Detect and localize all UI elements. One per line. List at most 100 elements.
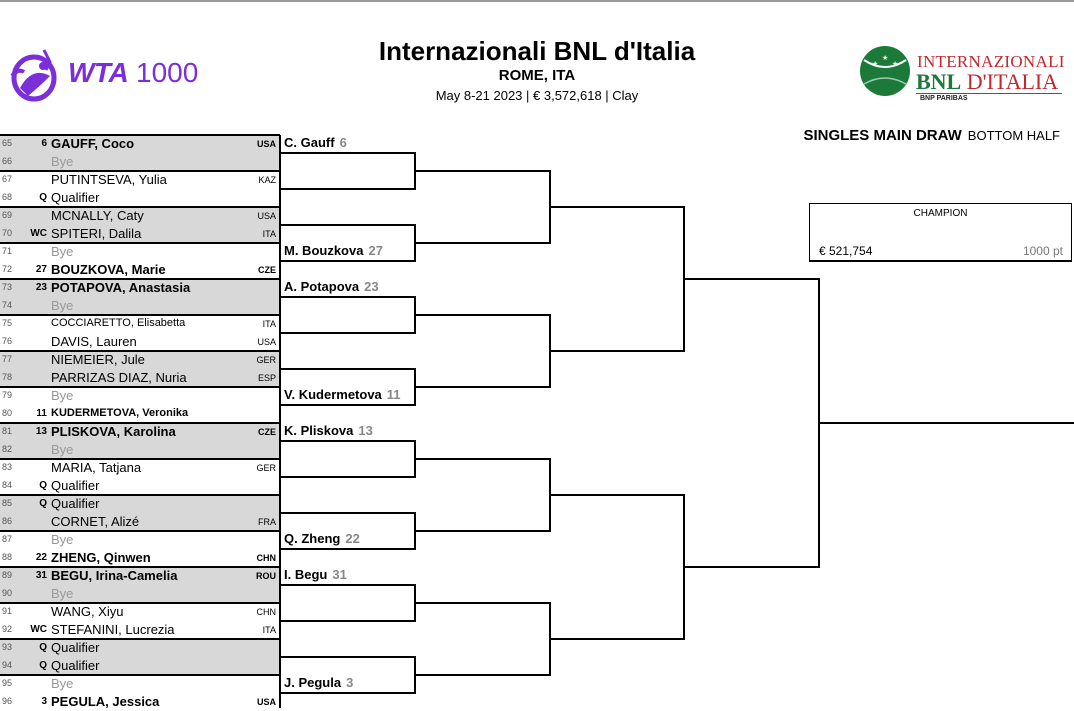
nationality: USA <box>256 697 276 707</box>
wta-1000-logo: WTA 1000 <box>10 46 220 104</box>
round2-player: A. Potapova <box>284 279 360 294</box>
seed-label: Q <box>39 192 47 203</box>
bracket-h-line <box>819 422 1074 424</box>
round2-name <box>284 351 289 366</box>
bnl-line1: INTERNAZIONALI <box>917 52 1065 71</box>
wta-player-icon <box>10 49 57 102</box>
tournament-location: ROME, ITA <box>498 67 576 84</box>
round2-seed: 6 <box>339 135 347 150</box>
tournament-title: Internazionali BNL d'Italia <box>378 36 696 66</box>
draw-position: 77 <box>2 354 13 364</box>
nationality: CZE <box>258 265 276 275</box>
draw-position: 87 <box>2 534 13 544</box>
seed-label: Q <box>39 498 47 509</box>
match-shade <box>0 351 280 387</box>
draw-divider <box>279 135 281 708</box>
bracket-h-line <box>550 494 684 496</box>
round2-name <box>284 207 289 222</box>
draw-position: 74 <box>2 300 13 310</box>
player-name: DAVIS, Lauren <box>51 334 137 349</box>
draw-position: 67 <box>2 174 13 184</box>
draw-position: 88 <box>2 552 13 562</box>
player-name: PLISKOVA, Karolina <box>51 424 176 439</box>
bnl-rule <box>916 93 1062 94</box>
player-name: Qualifier <box>51 496 100 511</box>
tennis-ball-icon: ★★★ <box>860 46 910 96</box>
draw-position: 65 <box>2 138 13 148</box>
nationality: ITA <box>262 229 276 239</box>
draw-position: 84 <box>2 480 13 490</box>
match-shade <box>0 207 280 243</box>
wta-tier: 1000 <box>136 57 199 88</box>
match-top-line <box>0 134 280 136</box>
player-name: PUTINTSEVA, Yulia <box>51 172 167 187</box>
player-name: WANG, Xiyu <box>51 604 124 619</box>
player-name: Qualifier <box>51 478 100 493</box>
draw-position: 93 <box>2 642 13 652</box>
seed-label: Q <box>39 660 47 671</box>
bracket-h-line <box>280 548 415 550</box>
bracket-h-line <box>280 152 415 154</box>
svg-text:★: ★ <box>872 60 878 68</box>
bracket-h-line <box>280 404 415 406</box>
bracket-h-line <box>280 296 415 298</box>
player-name: NIEMEIER, Jule <box>51 352 145 367</box>
match-shade <box>0 495 280 531</box>
bracket-h-line <box>415 602 550 604</box>
player-name: KUDERMETOVA, Veronika <box>51 407 189 419</box>
bracket-h-line <box>280 440 415 442</box>
bracket-h-line <box>415 530 550 532</box>
player-name: PARRIZAS DIAZ, Nuria <box>51 370 187 385</box>
champion-label: CHAMPION <box>913 208 968 219</box>
nationality: USA <box>257 337 276 347</box>
draw-section: BOTTOM HALF <box>967 128 1060 143</box>
player-name: Bye <box>51 586 74 601</box>
tournament-info: May 8-21 2023 | € 3,572,618 | Clay <box>435 88 639 103</box>
player-name: POTAPOVA, Anastasia <box>51 280 191 295</box>
match-top-line <box>0 278 280 280</box>
match-top-line <box>0 530 280 532</box>
draw-position: 70 <box>2 228 13 238</box>
bracket-h-line <box>280 476 415 478</box>
player-name: CORNET, Alizé <box>51 514 140 529</box>
bracket-h-line <box>280 512 415 514</box>
round2-player: C. Gauff <box>284 135 335 150</box>
seed-label: 6 <box>41 138 47 149</box>
player-name: Bye <box>51 154 74 169</box>
seed-label: 31 <box>35 570 47 581</box>
